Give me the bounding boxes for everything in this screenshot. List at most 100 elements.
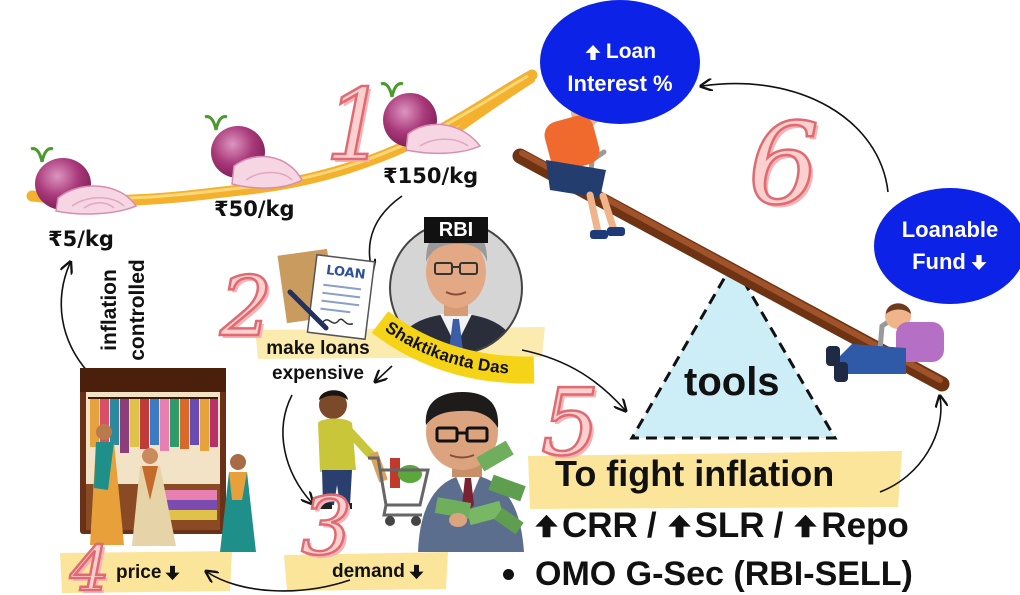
- fabric-stack: [165, 500, 217, 510]
- hand: [449, 513, 467, 527]
- vegetables: [398, 465, 422, 483]
- omo-bullet-text: OMO G-Sec (RBI-SELL): [535, 555, 913, 593]
- shopper-shoe: [338, 503, 352, 509]
- kid-shoe: [834, 362, 848, 382]
- measure-separator: /: [646, 506, 657, 545]
- step3-caption: demand: [332, 559, 425, 585]
- step2-caption-line1: make loans: [266, 338, 370, 359]
- tools-measures-row: CRR / SLR / Repo: [533, 506, 909, 546]
- money-bill: [488, 474, 526, 502]
- arrow-down-icon: [164, 564, 181, 582]
- kid-legs: [586, 191, 618, 236]
- loan-document-illustration: LOAN: [277, 248, 376, 341]
- onion-slice: [55, 185, 138, 215]
- loan-interest-line1: Loan: [540, 38, 700, 66]
- kid-shorts: [546, 160, 606, 198]
- arrow-fund-to-interest: [702, 84, 889, 193]
- shopper-head: [319, 391, 347, 419]
- money-bill: [466, 500, 504, 526]
- shopper-woman-left: [90, 424, 124, 545]
- measure-crr: CRR: [562, 506, 638, 545]
- measure-repo: Repo: [821, 506, 909, 545]
- arrow-shop-to-low-price: [61, 263, 89, 373]
- kid-shirt: [896, 322, 944, 362]
- onion-price-mid: ₹50/kg: [214, 197, 295, 221]
- kid-shoe: [590, 230, 608, 239]
- step-number-1: 1: [324, 69, 389, 183]
- shopper-hair: [319, 390, 348, 400]
- onion-price-low: ₹5/kg: [48, 227, 114, 251]
- loan-paper-lines: [320, 283, 362, 314]
- highlight-band-tools-panel: [528, 451, 902, 509]
- step2-caption-line2: expensive: [272, 363, 364, 384]
- arrow-up-icon: [584, 43, 602, 62]
- arrow-rbi-to-tools: [521, 349, 625, 410]
- shopper-shoe: [318, 503, 332, 509]
- kid-shirt: [544, 115, 600, 171]
- step-number-4: 4: [69, 532, 111, 595]
- shop-awning: [80, 368, 226, 392]
- rbi-badge: RBI: [424, 217, 488, 243]
- arrow-tools-to-seesaw: [879, 397, 941, 493]
- loan-paper: [306, 253, 376, 341]
- inflation-controlled-caption: inflation controlled: [96, 255, 152, 365]
- onion-rings: [71, 197, 125, 209]
- highlight-band-price: [60, 551, 232, 593]
- onion-mid-price: [204, 115, 304, 189]
- pen: [287, 289, 329, 331]
- mouth: [445, 291, 467, 296]
- arrow-up-icon: [533, 511, 560, 541]
- cart-wheel: [385, 516, 395, 526]
- glasses-right: [459, 262, 478, 275]
- loanable-fund-label: Fund: [912, 249, 966, 274]
- kid-hair: [886, 303, 911, 314]
- highlight-band-demand: [284, 552, 448, 591]
- highlight-bands: [60, 327, 902, 593]
- step-number-2: 2: [219, 260, 274, 355]
- loan-interest-bubble: [540, 0, 700, 124]
- onion-stem: [380, 82, 404, 98]
- loanable-fund-bubble: [874, 188, 1020, 304]
- step4-caption: price: [116, 560, 181, 586]
- measure-slr: SLR: [694, 506, 765, 545]
- tools-panel-title: To fight inflation: [555, 453, 835, 494]
- bottle: [390, 458, 400, 488]
- vine-highlight: [39, 74, 529, 200]
- arrow-demand-to-price: [207, 572, 351, 592]
- arrow-down-icon: [408, 563, 425, 581]
- shopper-pants: [322, 470, 352, 505]
- arrow-down-icon: [970, 253, 988, 272]
- kid-right-on-seesaw: [826, 303, 944, 382]
- onion-low-price: [30, 147, 138, 215]
- onion-high-price: [380, 82, 482, 155]
- shopper-arm: [343, 425, 377, 461]
- inflation-caption-line1: inflation: [98, 269, 121, 351]
- onion-rings: [245, 171, 293, 181]
- shopper-woman-right: [220, 454, 256, 552]
- inflation-caption-line2: controlled: [126, 259, 149, 361]
- bullet-icon: [503, 568, 514, 580]
- clothing-shop-illustration: [80, 368, 256, 552]
- money-bill: [494, 507, 524, 535]
- loanable-fund-line2: Fund: [874, 248, 1020, 276]
- cart-wheel: [411, 516, 421, 526]
- onion-price-high: ₹150/kg: [383, 164, 479, 188]
- step-number-3: 3: [300, 480, 353, 573]
- man-with-money-illustration: [418, 392, 526, 552]
- money-bill: [476, 440, 514, 472]
- loan-paper-header: LOAN: [325, 263, 366, 283]
- money-bill: [434, 497, 472, 519]
- fulcrum-label: tools: [684, 360, 780, 404]
- shopping-cart: [368, 456, 430, 517]
- onion-rings: [419, 138, 469, 147]
- arrow-up-icon: [666, 511, 693, 541]
- loanable-fund-line1: Loanable: [901, 217, 999, 242]
- kid-shoe: [607, 227, 625, 236]
- arrow-up-icon: [792, 511, 819, 541]
- shopper-woman-center: [132, 448, 176, 546]
- glasses-left: [434, 262, 453, 275]
- fabric-stack: [165, 510, 217, 520]
- mouth: [449, 454, 475, 459]
